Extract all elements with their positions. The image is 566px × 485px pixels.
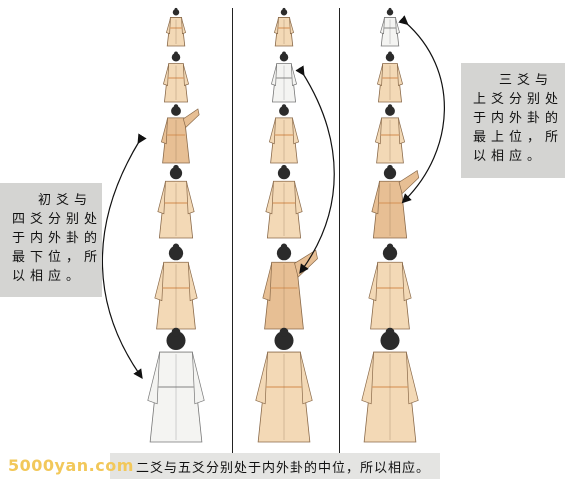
arc-third-top — [398, 15, 445, 204]
robed-figure — [273, 7, 295, 47]
callout-line: 上爻分别处 — [473, 92, 564, 107]
robed-figure — [379, 7, 401, 47]
robed-figure — [270, 51, 298, 103]
robed-figure — [268, 104, 300, 164]
robed-figure — [361, 327, 419, 443]
robed-figure — [265, 164, 303, 239]
callout-line: 最上位，所 — [473, 130, 564, 145]
column-divider-left — [232, 8, 233, 456]
callout-line: 初爻与 — [38, 193, 93, 208]
robed-figure — [255, 327, 313, 443]
robed-figure — [160, 104, 200, 164]
callout-line: 以相应。 — [473, 149, 546, 164]
callout-first-fourth: 初爻与 四爻分别处 于内外卦的 最下位，所 以相应。 — [0, 183, 102, 297]
callout-line: 于内外卦的 — [473, 111, 564, 126]
robed-figure — [162, 51, 190, 103]
robed-figure — [368, 243, 412, 330]
robed-figure — [371, 164, 420, 239]
robed-figure — [154, 243, 198, 330]
robed-figure — [165, 7, 187, 47]
robed-figure — [262, 243, 318, 330]
column-divider-right — [339, 8, 340, 456]
robed-figure — [157, 164, 195, 239]
watermark: 5000yan.com — [8, 456, 134, 475]
callout-line: 以相应。 — [12, 269, 85, 284]
callout-third-top: 三爻与 上爻分别处 于内外卦的 最上位，所 以相应。 — [461, 63, 565, 178]
callout-line: 最下位，所 — [12, 250, 103, 265]
callout-line: 三爻与 — [499, 73, 554, 88]
robed-figure — [376, 51, 404, 103]
caption: 二爻与五爻分别处于内外卦的中位，所以相应。 — [136, 461, 431, 476]
robed-figure — [374, 104, 406, 164]
caption-band — [110, 453, 440, 479]
robed-figure — [147, 327, 205, 443]
callout-line: 四爻分别处 — [12, 212, 103, 227]
arc-first-fourth — [101, 133, 147, 379]
arc-second-fifth — [295, 65, 335, 274]
callout-line: 于内外卦的 — [12, 231, 103, 246]
